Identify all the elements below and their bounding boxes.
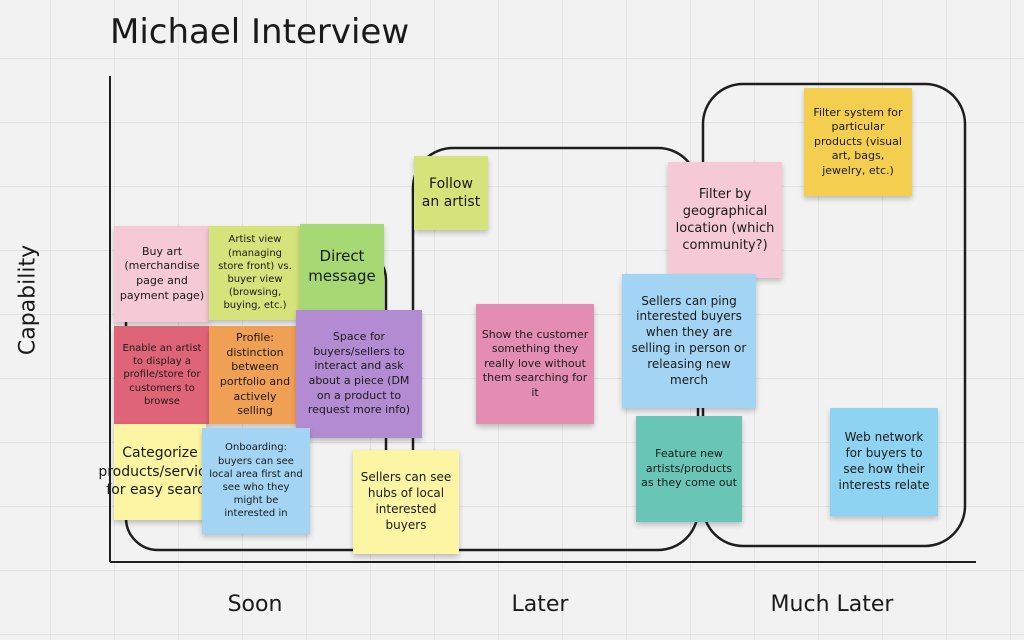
x-label-later: Later <box>511 592 569 617</box>
sticky-note-filter-geographical[interactable]: Filter by geographical location (which c… <box>668 162 782 278</box>
x-label-much-later: Much Later <box>770 592 894 617</box>
sticky-note-web-network[interactable]: Web network for buyers to see how their … <box>830 408 938 516</box>
board-title: Michael Interview <box>110 12 410 52</box>
sticky-note-sellers-ping[interactable]: Sellers can ping interested buyers when … <box>622 274 756 408</box>
y-axis-label: Capability <box>15 244 41 356</box>
sticky-note-categorize[interactable]: Categorize products/services for easy se… <box>98 424 222 520</box>
sticky-note-enable-artist[interactable]: Enable an artist to display a profile/st… <box>114 326 210 424</box>
sticky-note-feature-new[interactable]: Feature new artists/products as they com… <box>636 416 742 522</box>
sticky-note-sellers-hubs[interactable]: Sellers can see hubs of local interested… <box>353 450 459 554</box>
sticky-note-show-customer[interactable]: Show the customer something they really … <box>476 304 594 424</box>
sticky-note-profile[interactable]: Profile: distinction between portfolio a… <box>209 326 301 424</box>
sticky-note-onboarding[interactable]: Onboarding: buyers can see local area fi… <box>202 428 310 534</box>
sticky-note-space-for-buyers-sellers[interactable]: Space for buyers/sellers to interact and… <box>296 310 422 438</box>
sticky-note-filter-system[interactable]: Filter system for particular products (v… <box>804 88 912 196</box>
sticky-note-direct-message[interactable]: Direct message <box>300 224 384 310</box>
sticky-note-artist-view[interactable]: Artist view (managing store front) vs. b… <box>209 226 301 320</box>
sticky-note-buy-art[interactable]: Buy art (merchandise page and payment pa… <box>114 226 210 322</box>
x-label-soon: Soon <box>227 592 283 617</box>
sticky-note-follow-artist[interactable]: Follow an artist <box>414 156 488 230</box>
